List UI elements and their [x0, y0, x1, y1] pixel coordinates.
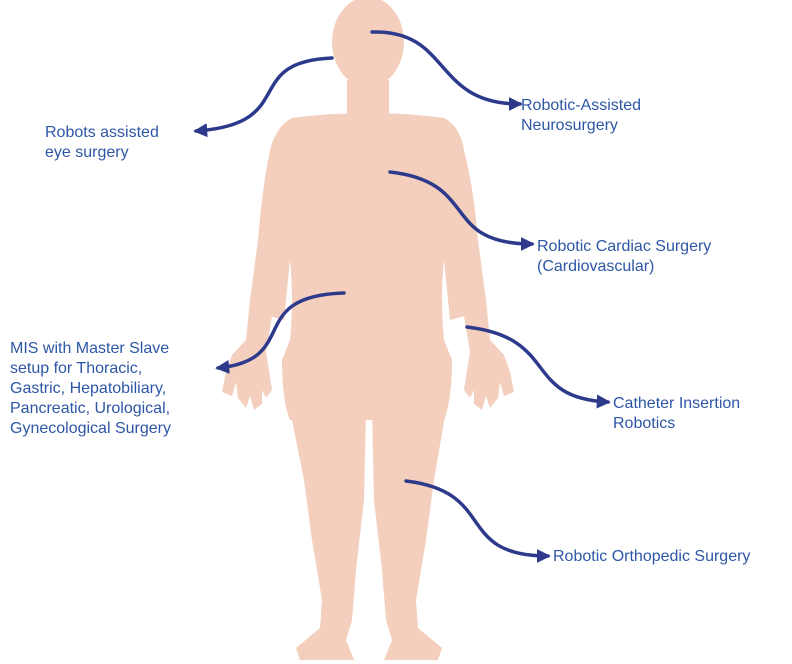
label-line: Robots assisted	[45, 123, 159, 143]
label-line: (Cardiovascular)	[537, 257, 711, 277]
left-leg	[290, 410, 366, 660]
label-line: Neurosurgery	[521, 116, 641, 136]
label-line: Catheter Insertion	[613, 394, 740, 414]
label-catheter: Catheter Insertion Robotics	[613, 394, 740, 434]
label-line: Robotic Cardiac Surgery	[537, 237, 711, 257]
label-orthopedic: Robotic Orthopedic Surgery	[553, 547, 750, 567]
label-cardiac: Robotic Cardiac Surgery (Cardiovascular)	[537, 237, 711, 277]
label-line: Pancreatic, Urological,	[10, 399, 171, 419]
right-leg	[372, 410, 446, 660]
label-eye-surgery: Robots assisted eye surgery	[45, 123, 159, 163]
label-line: Gastric, Hepatobiliary,	[10, 379, 171, 399]
head	[332, 0, 404, 87]
label-line: Gynecological Surgery	[10, 419, 171, 439]
label-line: Robotic Orthopedic Surgery	[553, 547, 750, 567]
label-line: MIS with Master Slave	[10, 339, 171, 359]
label-mis: MIS with Master Slave setup for Thoracic…	[10, 339, 171, 439]
label-line: Robotics	[613, 414, 740, 434]
label-neurosurgery: Robotic-Assisted Neurosurgery	[521, 96, 641, 136]
label-line: eye surgery	[45, 143, 159, 163]
torso	[254, 113, 480, 420]
label-line: setup for Thoracic,	[10, 359, 171, 379]
label-line: Robotic-Assisted	[521, 96, 641, 116]
